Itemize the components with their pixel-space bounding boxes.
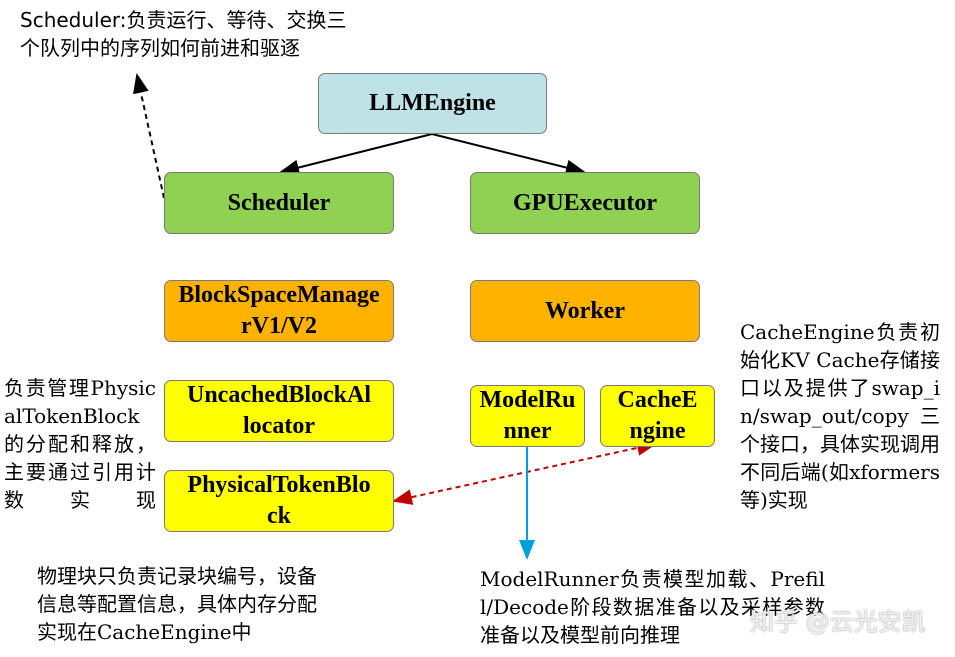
gpuexecutor-node: GPUExecutor — [470, 172, 700, 234]
physicaltokenblock-label: PhysicalTokenBlock — [187, 472, 371, 529]
edge-physicaltokenblock-cacheengine — [392, 440, 657, 505]
edge-scheduler-note — [133, 73, 165, 199]
edge-llmengine-gpuexecutor — [431, 133, 586, 176]
physical-block-note: 物理块只负责记录块编号，设备 信息等配置信息，具体内存分配 实现在CacheEn… — [37, 564, 317, 644]
blockspacemanager-node: BlockSpaceManagerV1/V2 — [164, 280, 394, 342]
blockspacemanager-label: BlockSpaceManagerV1/V2 — [178, 282, 380, 339]
model-runner-note: ModelRunner负责模型加载、Prefill/Decode阶段数据准备以及… — [480, 567, 825, 647]
physicaltokenblock-node: PhysicalTokenBlock — [164, 470, 394, 532]
llmengine-label: LLMEngine — [369, 90, 496, 116]
scheduler-note: Scheduler:负责运行、等待、交换三 个队列中的序列如何前进和驱逐 — [20, 8, 347, 60]
cache-engine-note: CacheEngine负责初始化KV Cache存储接口以及提供了swap_in… — [740, 320, 940, 512]
edge-llmengine-scheduler — [279, 133, 433, 176]
uncachedblockallocator-node: UncachedBlockAllocator — [164, 380, 394, 442]
uncachedblockallocator-label: UncachedBlockAllocator — [186, 382, 371, 439]
watermark: 知乎 @云光安凯 — [750, 608, 926, 636]
cacheengine-label: CacheEngine — [617, 387, 698, 444]
gpuexecutor-label: GPUExecutor — [513, 189, 657, 216]
modelrunner-label: ModelRunner — [479, 387, 576, 444]
worker-label: Worker — [545, 297, 625, 324]
scheduler-label: Scheduler — [227, 189, 331, 216]
scheduler-node: Scheduler — [164, 172, 394, 234]
llmengine-node: LLMEngine — [318, 73, 547, 134]
block-management-note: 负责管理PhysicalTokenBlock的分配和释放，主要通过引用计数实现 — [4, 376, 156, 512]
modelrunner-node: ModelRunner — [470, 385, 585, 447]
cacheengine-node: CacheEngine — [600, 385, 715, 447]
worker-node: Worker — [470, 280, 700, 342]
